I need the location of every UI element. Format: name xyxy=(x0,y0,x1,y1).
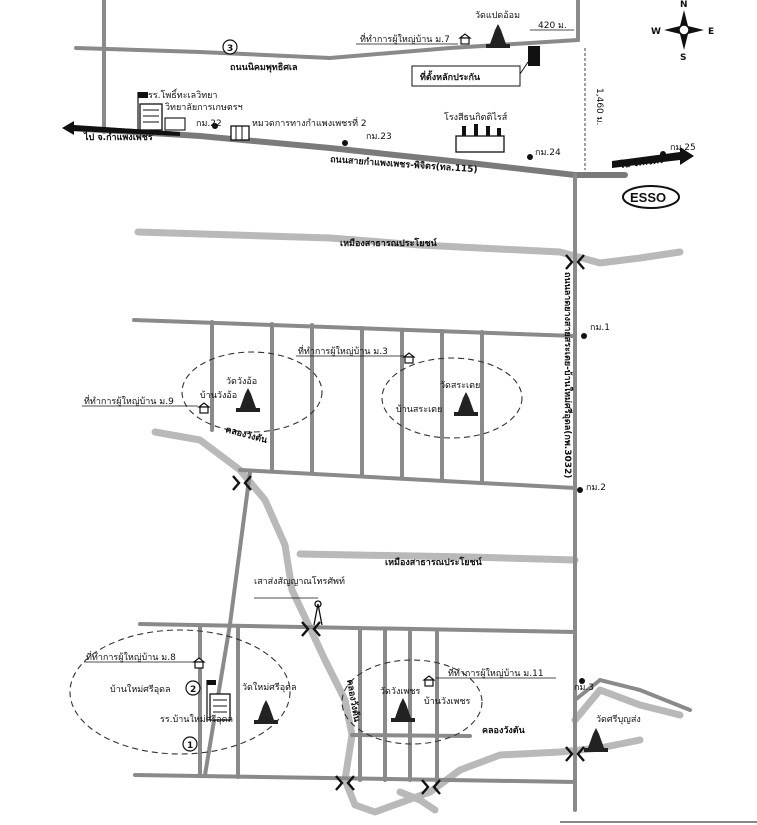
svg-text:2: 2 xyxy=(190,685,196,695)
temple-icon xyxy=(454,392,478,416)
office-icons xyxy=(192,33,472,687)
km25-label: กม.25 xyxy=(670,143,696,153)
km23-label: กม.23 xyxy=(366,132,392,142)
distance-1460-label: 1,460 ม. xyxy=(594,88,604,125)
km3-label: กม.3 xyxy=(574,683,594,693)
office-m11-label: ที่ทำการผู้ใหญ่บ้าน ม.11 xyxy=(448,666,544,679)
office-m7-label: ที่ทำการผู้ใหญ่บ้าน ม.7 xyxy=(360,32,450,45)
school-maisriudon-icon xyxy=(206,680,231,721)
factory-icon xyxy=(455,124,505,153)
svg-text:3: 3 xyxy=(227,44,233,54)
area-wangor xyxy=(181,351,323,433)
km-markers: กม.22 กม.23 กม.24 กม.25 กม.1 กม.2 กม.3 xyxy=(196,119,696,693)
to-phichit-label: ไป จ.พิจิตร xyxy=(618,154,664,171)
house-icon xyxy=(197,402,211,414)
distance-1460: 1,460 ม. xyxy=(584,48,604,170)
grid-verticals xyxy=(198,320,484,784)
wat-wangor-label: วัดวังอ้อ xyxy=(226,376,257,387)
area-wangphet xyxy=(341,659,483,745)
km22-label: กม.22 xyxy=(196,119,222,129)
esso-logo: ESSO xyxy=(622,185,680,209)
temple-icon xyxy=(486,24,510,48)
marker-1: 1 xyxy=(182,736,198,752)
esso-label: ESSO xyxy=(630,190,666,205)
distance-420-label: 420 ม. xyxy=(538,21,567,31)
highway-unit-label: หมวดการทางกำแพงเพชรที่ 2 xyxy=(252,116,367,129)
ban-maisriudon-label: บ้านใหม่ศรีอุดล xyxy=(110,684,171,695)
road-row-3 xyxy=(138,622,577,634)
khlong-label-3: คลองวังตัน xyxy=(482,725,526,736)
km1-label: กม.1 xyxy=(590,323,610,333)
ethanol-label: โรงสีธนกิตติไรส์ xyxy=(444,111,508,123)
wat-wangphet-label: วัดวังเพชร xyxy=(380,687,420,697)
arrow-to-kamphaeng: ไป จ.กำแพงเพชร xyxy=(62,121,180,143)
road-east-spur xyxy=(573,677,692,712)
canal-north xyxy=(134,228,684,267)
temple-icon xyxy=(584,728,608,752)
canal-north-label: เหมืองสาธารณประโยชน์ xyxy=(340,237,438,249)
house-icon xyxy=(402,352,416,364)
road-3032-label: ถนนลาดยางสายสระเตย-บ้านใหม่ศรีอุดล(กพ.30… xyxy=(562,272,574,478)
temple-icons xyxy=(236,24,608,752)
school-maisriudon-label: รร.บ้านใหม่ศรีอุดล xyxy=(160,714,233,725)
telecom-tower-icon xyxy=(254,597,323,626)
house-icon xyxy=(422,675,436,687)
school-photi-icon xyxy=(137,92,186,131)
house-icon xyxy=(458,33,472,45)
collateral-location: ที่ตั้งหลักประกัน xyxy=(411,46,540,87)
wat-sriboonsong-label: วัดศรีบุญส่ง xyxy=(596,714,641,725)
road-row-4 xyxy=(133,773,577,784)
to-kamphaeng-label: ไป จ.กำแพงเพชร xyxy=(83,131,153,143)
canal-branch xyxy=(396,788,439,814)
compass-w: W xyxy=(651,27,661,37)
marker-3: 3 xyxy=(222,39,238,55)
distance-420: 420 ม. xyxy=(530,21,574,31)
college-label: วิทยาลัยการเกษตรฯ xyxy=(165,102,243,113)
km24-label: กม.24 xyxy=(535,148,561,158)
canal-sriboonsong xyxy=(571,686,684,724)
highway-unit-icon xyxy=(230,125,250,141)
compass-e: E xyxy=(708,27,714,37)
temple-icon xyxy=(254,700,278,724)
compass-s: S xyxy=(680,53,686,63)
school-photi-label: รร.โพธิ์ทะเลวิทยา xyxy=(148,88,217,101)
bridges xyxy=(232,254,585,795)
wat-sratoei-label: วัดสระเตย xyxy=(440,381,480,391)
area-maisriudon xyxy=(69,629,291,755)
office-m3-label: ที่ทำการผู้ใหญ่บ้าน ม.3 xyxy=(298,344,388,357)
office-m8-label: ที่ทำการผู้ใหญ่บ้าน ม.8 xyxy=(86,650,176,663)
ban-wangphet-label: บ้านวังเพชร xyxy=(424,696,470,707)
location-box-label: ที่ตั้งหลักประกัน xyxy=(420,70,481,83)
road-nikhom-label: ถนนนิคมพุทธิศเล xyxy=(230,62,298,73)
canal-mid xyxy=(296,550,579,564)
wat-maisriudon-label: วัดใหม่ศรีอุดล xyxy=(242,682,296,693)
wat-paet-label: วัดแปดอ้อม xyxy=(475,10,520,21)
canal-mid-label: เหมืองสาธารณประโยชน์ xyxy=(385,556,483,568)
svg-text:1: 1 xyxy=(187,741,193,751)
ban-sratoei-label: บ้านสระเตย xyxy=(396,404,442,415)
marker-2: 2 xyxy=(185,680,201,696)
road-row-2 xyxy=(238,468,577,490)
temple-icon xyxy=(391,698,415,722)
house-icon xyxy=(192,657,206,669)
temple-icon xyxy=(236,388,260,412)
area-sratoei xyxy=(381,357,523,439)
office-m9-label: ที่ทำการผู้ใหญ่บ้าน ม.9 xyxy=(84,394,174,407)
ban-wangor-label: บ้านวังอ้อ xyxy=(200,390,237,401)
khlong-label-1: คลองวังตัน xyxy=(224,424,269,446)
telecom-label: เสาส่งสัญญาณโทรศัพท์ xyxy=(254,575,345,587)
km2-label: กม.2 xyxy=(586,483,606,493)
compass-rose: N S W E xyxy=(651,0,714,63)
compass-n: N xyxy=(680,0,688,10)
road-row-1 xyxy=(132,318,577,338)
